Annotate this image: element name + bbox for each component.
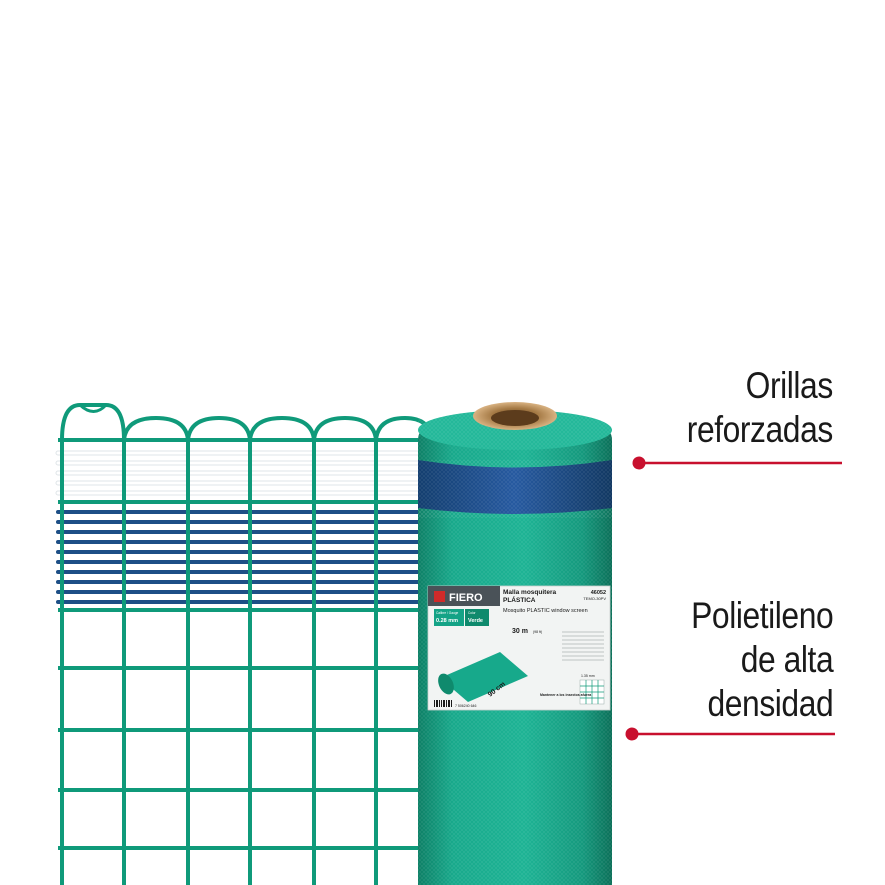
blue-selvage-strands (56, 510, 432, 604)
label-title-2: PLÁSTICA (503, 595, 536, 604)
callout-hdpe-material: Polietileno de alta densidad (690, 595, 834, 724)
thickness-caption: Calibre / Gauge (436, 611, 459, 615)
brand-name: FIERO (449, 592, 483, 604)
green-grid-horizontal (58, 438, 430, 850)
length-value: 30 m (512, 628, 528, 635)
label-code: 46052 (591, 590, 606, 596)
label-model: TEMO-30PV (583, 596, 606, 601)
mesh-size: 1.35 mm (581, 674, 595, 678)
color-caption: Color (468, 611, 477, 615)
callout-pointer-1 (632, 456, 842, 470)
product-label: FIERO Malla mosquitera PLÁSTICA Mosquito… (427, 585, 611, 711)
barcode (434, 700, 452, 707)
callout-reinforced-edges: Orillas reforzadas (686, 365, 833, 450)
thickness-value: 0.28 mm (436, 618, 458, 624)
looped-edge (60, 403, 434, 441)
barcode-number: 7 506240 646 (455, 704, 476, 708)
mesh-swatch (55, 403, 434, 885)
label-subtitle: Mosquito PLASTIC window screen (503, 608, 588, 614)
brand-logo-icon (434, 591, 445, 602)
label-note: Mantener a los insectos afuera (540, 693, 591, 697)
color-value: Verde (468, 618, 483, 624)
label-title-1: Malla mosquitera (503, 589, 556, 596)
length-ft: (98 ft) (533, 630, 542, 634)
callout-pointer-2 (625, 727, 835, 741)
green-grid-vertical (60, 440, 378, 885)
